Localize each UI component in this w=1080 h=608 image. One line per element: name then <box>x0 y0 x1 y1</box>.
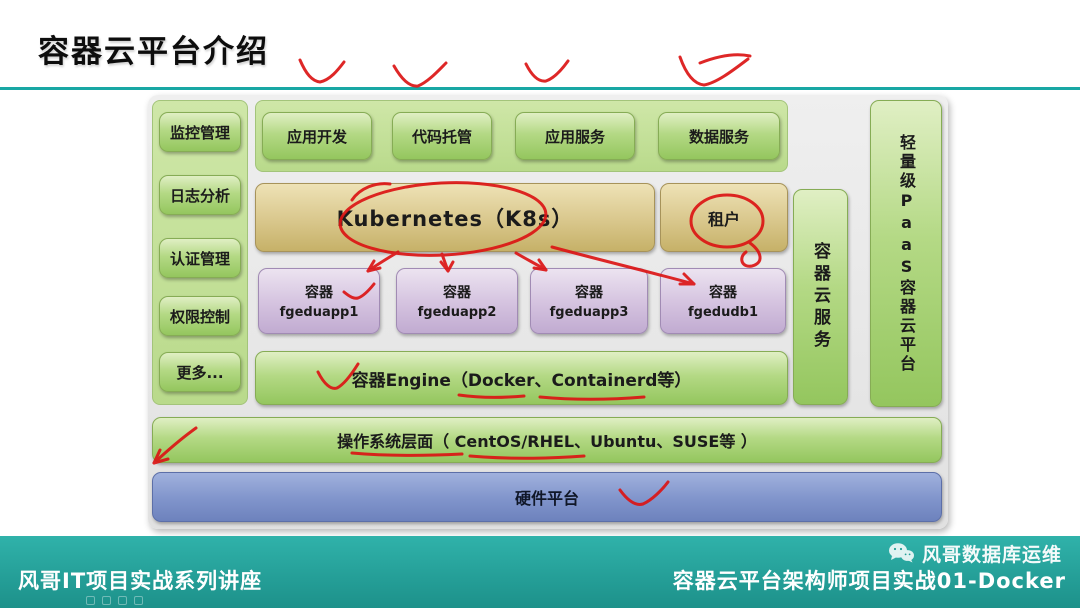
check-mark <box>298 58 346 84</box>
player-control-icon[interactable] <box>102 596 111 605</box>
container-name: fgedudb1 <box>688 305 758 320</box>
engine-box: 容器Engine（Docker、Containerd等） <box>255 351 788 405</box>
player-controls <box>86 596 143 605</box>
paas-platform-box: 轻量级PaaS容器云平台 <box>870 100 942 407</box>
page-title: 容器云平台介绍 <box>38 34 269 70</box>
footer-bar: 风哥数据库运维 风哥IT项目实战系列讲座 容器云平台架构师项目实战01-Dock… <box>0 536 1080 608</box>
container-name: fgeduapp2 <box>417 305 497 320</box>
container-box-fgedudb1: 容器 fgedudb1 <box>660 268 786 334</box>
container-box-fgeduapp1: 容器 fgeduapp1 <box>258 268 380 334</box>
player-control-icon[interactable] <box>118 596 127 605</box>
cloud-service-label: 容器云服务 <box>810 242 830 352</box>
container-type: 容器 <box>305 285 333 301</box>
check-mark <box>678 55 750 87</box>
hardware-box: 硬件平台 <box>152 472 942 522</box>
left-menu-item-auth: 认证管理 <box>159 238 241 278</box>
diagram-panel: 监控管理 日志分析 认证管理 权限控制 更多... 应用开发 代码托管 应用服务… <box>148 95 948 529</box>
container-name: fgeduapp3 <box>549 305 629 320</box>
container-box-fgeduapp3: 容器 fgeduapp3 <box>530 268 648 334</box>
kubernetes-box: Kubernetes（K8s） <box>255 183 655 252</box>
tenant-box: 租户 <box>660 183 788 252</box>
container-type: 容器 <box>443 285 471 301</box>
player-control-icon[interactable] <box>86 596 95 605</box>
container-type: 容器 <box>575 285 603 301</box>
pen-stroke <box>698 53 752 65</box>
left-menu-item-monitoring: 监控管理 <box>159 112 241 152</box>
footer-lesson-title: 容器云平台架构师项目实战01-Docker <box>672 569 1066 593</box>
brand-badge: 风哥数据库运维 <box>887 540 1062 566</box>
service-box-data-service: 数据服务 <box>658 112 780 160</box>
os-layer-box: 操作系统层面（ CentOS/RHEL、Ubuntu、SUSE等 ） <box>152 417 942 463</box>
service-box-app-dev: 应用开发 <box>262 112 372 160</box>
container-box-fgeduapp2: 容器 fgeduapp2 <box>396 268 518 334</box>
check-mark <box>392 61 448 88</box>
title-divider <box>0 87 1080 90</box>
service-box-code-hosting: 代码托管 <box>392 112 492 160</box>
paas-platform-label: 轻量级PaaS容器云平台 <box>897 133 916 374</box>
left-menu-item-logs: 日志分析 <box>159 175 241 215</box>
footer-series-title: 风哥IT项目实战系列讲座 <box>18 569 263 593</box>
service-box-app-service: 应用服务 <box>515 112 635 160</box>
cloud-service-box: 容器云服务 <box>793 189 848 405</box>
brand-text: 风哥数据库运维 <box>921 543 1062 566</box>
player-control-icon[interactable] <box>134 596 143 605</box>
wechat-icon <box>888 543 914 563</box>
container-name: fgeduapp1 <box>279 305 359 320</box>
container-type: 容器 <box>709 285 737 301</box>
left-menu-item-permission: 权限控制 <box>159 296 241 336</box>
check-mark <box>524 59 570 83</box>
left-menu-item-more: 更多... <box>159 352 241 392</box>
